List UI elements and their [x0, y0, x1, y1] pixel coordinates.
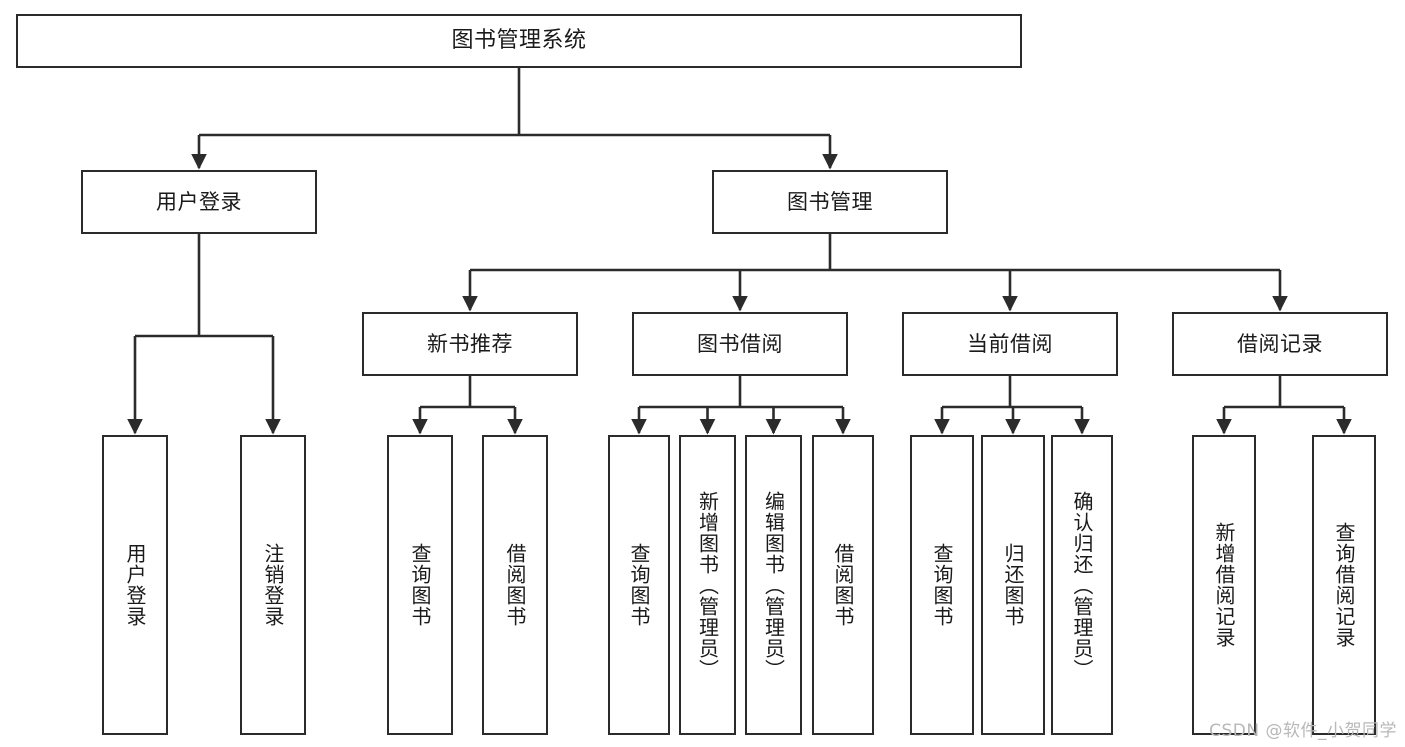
node-user-login[interactable]: 用户登录 [81, 170, 317, 234]
node-leaf-bb-query[interactable]: 查询图书 [608, 435, 670, 735]
node-label: 新增图书（管理员） [695, 490, 720, 680]
node-leaf-user-login[interactable]: 用户登录 [102, 435, 168, 735]
node-leaf-rec-borrow[interactable]: 借阅图书 [482, 435, 548, 735]
node-book-borrow[interactable]: 图书借阅 [632, 312, 848, 376]
node-label: 编辑图书（管理员） [761, 490, 786, 680]
node-leaf-cb-confirm[interactable]: 确认归还（管理员） [1051, 435, 1113, 735]
node-label: 当前借阅 [967, 331, 1053, 356]
node-new-book-rec[interactable]: 新书推荐 [362, 312, 578, 376]
node-label: 借阅图书 [503, 543, 527, 627]
node-leaf-br-add[interactable]: 新增借阅记录 [1192, 435, 1256, 735]
node-leaf-br-query[interactable]: 查询借阅记录 [1312, 435, 1376, 735]
node-leaf-bb-borrow[interactable]: 借阅图书 [812, 435, 874, 735]
node-label: 新书推荐 [427, 331, 513, 356]
node-label: 归还图书 [1001, 543, 1025, 627]
node-label: 借阅记录 [1237, 331, 1323, 356]
node-label: 查询图书 [930, 543, 954, 627]
node-label: 图书借阅 [697, 331, 783, 356]
node-leaf-bb-add[interactable]: 新增图书（管理员） [679, 435, 736, 735]
node-label: 确认归还（管理员） [1070, 490, 1094, 680]
node-label: 查询图书 [627, 543, 651, 627]
node-leaf-logout[interactable]: 注销登录 [240, 435, 306, 735]
node-label: 用户登录 [123, 543, 147, 627]
node-label: 新增借阅记录 [1212, 522, 1236, 648]
node-leaf-cb-return[interactable]: 归还图书 [981, 435, 1045, 735]
node-leaf-rec-query[interactable]: 查询图书 [387, 435, 453, 735]
node-leaf-bb-edit[interactable]: 编辑图书（管理员） [745, 435, 802, 735]
node-label: 借阅图书 [831, 543, 855, 627]
node-label: 图书管理 [787, 189, 873, 214]
node-label: 图书管理系统 [451, 28, 587, 54]
node-label: 查询借阅记录 [1332, 522, 1356, 648]
node-current-borrow[interactable]: 当前借阅 [902, 312, 1118, 376]
node-label: 注销登录 [261, 543, 285, 627]
node-leaf-cb-query[interactable]: 查询图书 [910, 435, 974, 735]
node-label: 用户登录 [156, 189, 242, 214]
node-label: 查询图书 [408, 543, 432, 627]
node-root[interactable]: 图书管理系统 [16, 14, 1022, 68]
node-borrow-record[interactable]: 借阅记录 [1172, 312, 1388, 376]
node-book-manage[interactable]: 图书管理 [712, 170, 948, 234]
